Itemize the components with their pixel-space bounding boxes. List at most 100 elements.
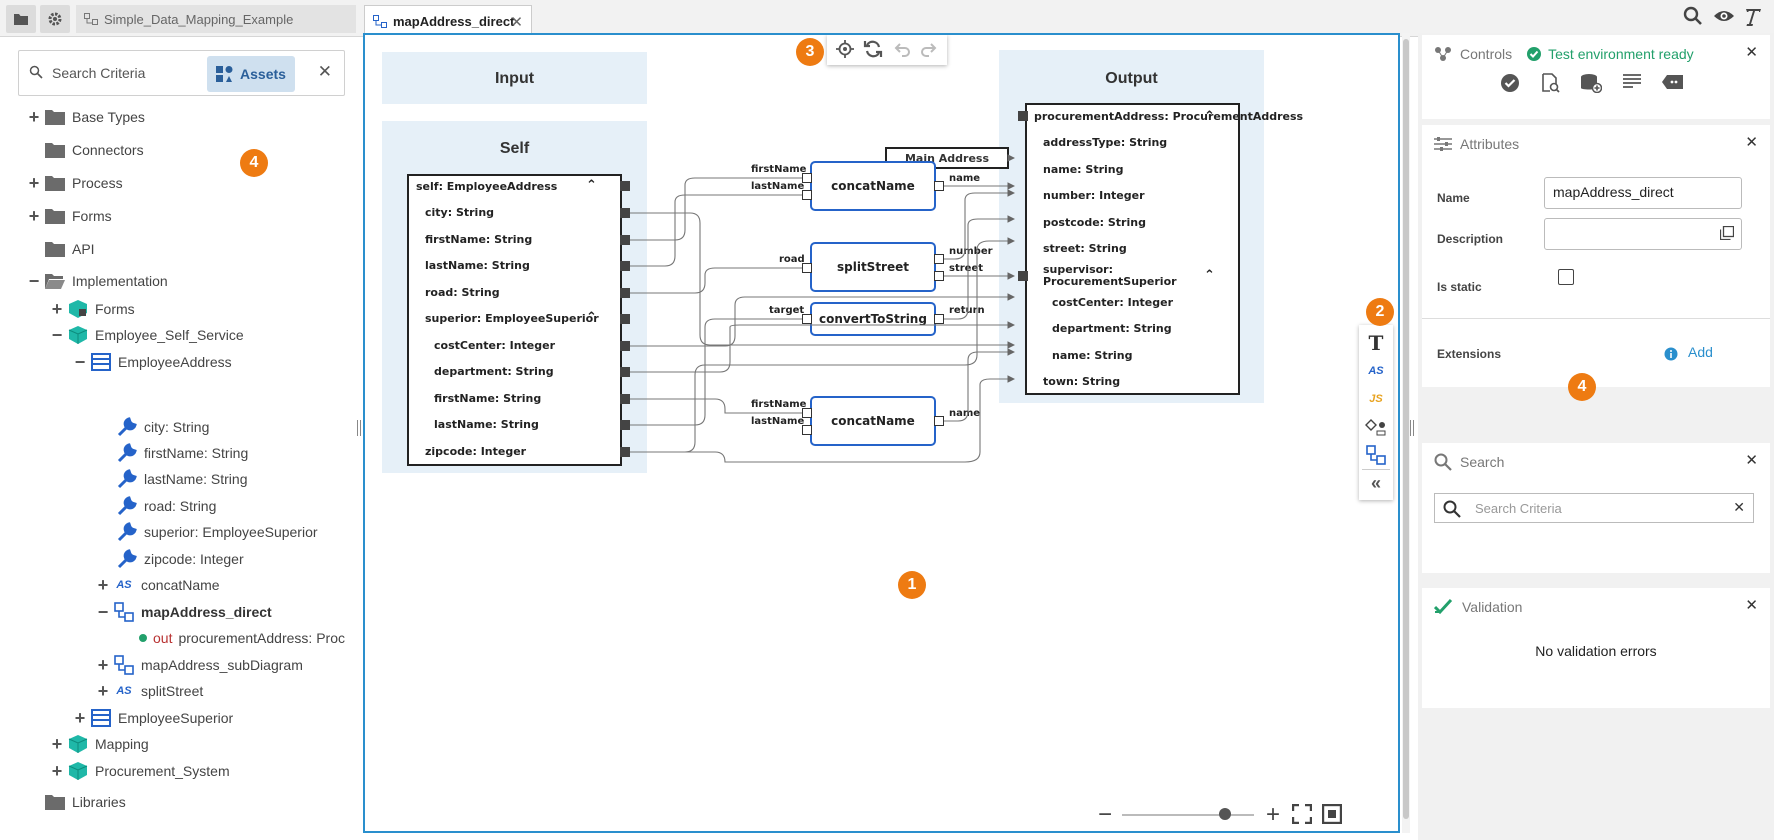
tag-button[interactable] — [1662, 73, 1684, 96]
tree-item-connectors[interactable]: Connectors — [24, 138, 144, 162]
mapping-canvas[interactable]: Input Self Output self: EmployeeAddress … — [363, 33, 1400, 833]
collapse-caret-icon[interactable]: ⌃ — [1204, 109, 1215, 124]
collapse-caret-icon[interactable]: ⌃ — [586, 178, 597, 193]
expand-icon[interactable]: + — [74, 708, 86, 728]
assets-toggle-button[interactable]: Assets — [207, 56, 295, 92]
function-input-port[interactable] — [802, 173, 812, 183]
list-button[interactable] — [1622, 73, 1642, 96]
collapse-caret-icon[interactable]: ⌃ — [1204, 268, 1215, 283]
add-text-button[interactable]: T — [1369, 329, 1384, 357]
function-concatname-2[interactable]: concatName — [810, 396, 936, 446]
clear-search-button[interactable]: ✕ — [317, 62, 332, 81]
output-port[interactable] — [620, 367, 630, 377]
panel-search-input[interactable]: Search Criteria — [1475, 501, 1562, 516]
collapse-icon[interactable]: − — [51, 325, 63, 345]
add-subdiagram-button[interactable] — [1366, 441, 1386, 469]
name-field[interactable]: mapAddress_direct — [1544, 177, 1742, 209]
output-port[interactable] — [620, 288, 630, 298]
locate-button[interactable] — [835, 39, 854, 61]
tree-item-attribute-zipcode[interactable]: zipcode: Integer — [116, 547, 244, 571]
expand-icon[interactable]: + — [97, 655, 109, 675]
tree-item-attribute-road[interactable]: road: String — [116, 494, 216, 518]
redo-button[interactable] — [920, 40, 938, 61]
zoom-in-button[interactable]: + — [1266, 801, 1281, 828]
tree-item-impl-forms[interactable]: + Forms — [47, 297, 135, 321]
add-decision-button[interactable] — [1365, 413, 1387, 441]
function-output-port[interactable] — [934, 416, 944, 426]
tree-item-procurement-system[interactable]: + Procurement_System — [47, 759, 230, 783]
tree-item-base-types[interactable]: + Base Types — [24, 105, 145, 129]
tree-item-mapaddress-direct[interactable]: − mapAddress_direct — [93, 600, 272, 624]
expand-icon[interactable]: + — [97, 575, 109, 595]
tree-item-attribute-superior[interactable]: superior: EmployeeSuperior — [116, 520, 318, 544]
tree-item-attribute-city[interactable]: city: String — [116, 415, 209, 439]
search-input[interactable]: Search Criteria — [52, 65, 146, 81]
fit-screen-button[interactable] — [1291, 803, 1313, 827]
tree-item-mapaddress-subdiagram[interactable]: + mapAddress_subDiagram — [93, 653, 303, 677]
close-validation-button[interactable]: ✕ — [1745, 597, 1758, 614]
function-splitstreet[interactable]: splitStreet — [810, 242, 936, 292]
function-input-port[interactable] — [802, 425, 812, 435]
expand-icon[interactable]: + — [51, 299, 63, 319]
output-type-box[interactable] — [1025, 103, 1240, 395]
asset-search-box[interactable]: Search Criteria Assets ✕ — [18, 50, 345, 96]
output-port[interactable] — [620, 208, 630, 218]
folder-button[interactable] — [6, 5, 36, 33]
function-converttostring[interactable]: convertToString — [810, 302, 936, 336]
preview-button[interactable] — [1713, 6, 1735, 26]
output-port[interactable] — [620, 447, 630, 457]
add-database-button[interactable] — [1580, 73, 1603, 96]
input-port[interactable] — [1018, 271, 1028, 281]
tree-item-api[interactable]: API — [24, 237, 95, 261]
canvas-vertical-scrollbar[interactable] — [1402, 33, 1410, 833]
function-output-port[interactable] — [934, 314, 944, 324]
info-icon[interactable] — [1664, 347, 1678, 361]
tree-item-employee-superior[interactable]: + EmployeeSuperior — [70, 706, 233, 730]
fit-content-button[interactable] — [1321, 803, 1343, 827]
function-input-port[interactable] — [802, 190, 812, 200]
add-extension-link[interactable]: Add — [1688, 344, 1713, 360]
input-port[interactable] — [1018, 111, 1028, 121]
text-style-button[interactable] — [1743, 6, 1763, 28]
tree-item-output-procurementaddress[interactable]: out procurementAddress: Proc — [139, 626, 345, 650]
tab-mapaddress-direct[interactable]: mapAddress_direct ✕ — [364, 5, 532, 37]
left-splitter-handle[interactable] — [357, 420, 361, 436]
refresh-button[interactable] — [863, 39, 883, 62]
close-attributes-button[interactable]: ✕ — [1745, 134, 1758, 151]
close-search-button[interactable]: ✕ — [1745, 452, 1758, 469]
output-port[interactable] — [620, 420, 630, 430]
zoom-slider-thumb[interactable] — [1218, 808, 1231, 820]
output-port[interactable] — [620, 235, 630, 245]
panel-search-box[interactable]: Search Criteria ✕ — [1434, 493, 1754, 523]
output-port[interactable] — [620, 181, 630, 191]
collapse-caret-icon[interactable]: ⌃ — [586, 310, 597, 325]
expand-icon[interactable]: + — [51, 761, 63, 781]
tree-item-libraries[interactable]: Libraries — [24, 790, 126, 814]
add-javascript-button[interactable]: JS — [1369, 385, 1382, 413]
collapse-icon[interactable]: − — [97, 602, 109, 622]
function-output-port[interactable] — [934, 254, 944, 264]
function-input-port[interactable] — [802, 314, 812, 324]
clear-panel-search-button[interactable]: ✕ — [1733, 499, 1745, 515]
tree-item-concatname[interactable]: + AS concatName — [93, 573, 220, 597]
function-output-port[interactable] — [934, 271, 944, 281]
function-input-port[interactable] — [802, 263, 812, 273]
tree-item-splitstreet[interactable]: + AS splitStreet — [93, 679, 204, 703]
output-port[interactable] — [620, 314, 630, 324]
is-static-checkbox[interactable] — [1558, 269, 1574, 285]
output-port[interactable] — [620, 341, 630, 351]
expand-icon[interactable]: + — [97, 681, 109, 701]
add-actionscript-button[interactable]: AS — [1368, 357, 1383, 385]
tab-simple-data-mapping-example[interactable]: Simple_Data_Mapping_Example — [76, 5, 356, 33]
undo-button[interactable] — [893, 40, 911, 61]
tree-item-mapping[interactable]: + Mapping — [47, 732, 149, 756]
expand-icon[interactable]: + — [51, 734, 63, 754]
tree-item-attribute-firstname[interactable]: firstName: String — [116, 441, 248, 465]
output-port[interactable] — [620, 394, 630, 404]
settings-button[interactable] — [40, 5, 70, 33]
expand-icon[interactable]: + — [28, 206, 40, 226]
close-tab-button[interactable]: ✕ — [510, 13, 523, 31]
tree-item-employee-self-service[interactable]: − Employee_Self_Service — [47, 323, 244, 347]
zoom-slider[interactable] — [1122, 808, 1255, 820]
output-port[interactable] — [620, 261, 630, 271]
